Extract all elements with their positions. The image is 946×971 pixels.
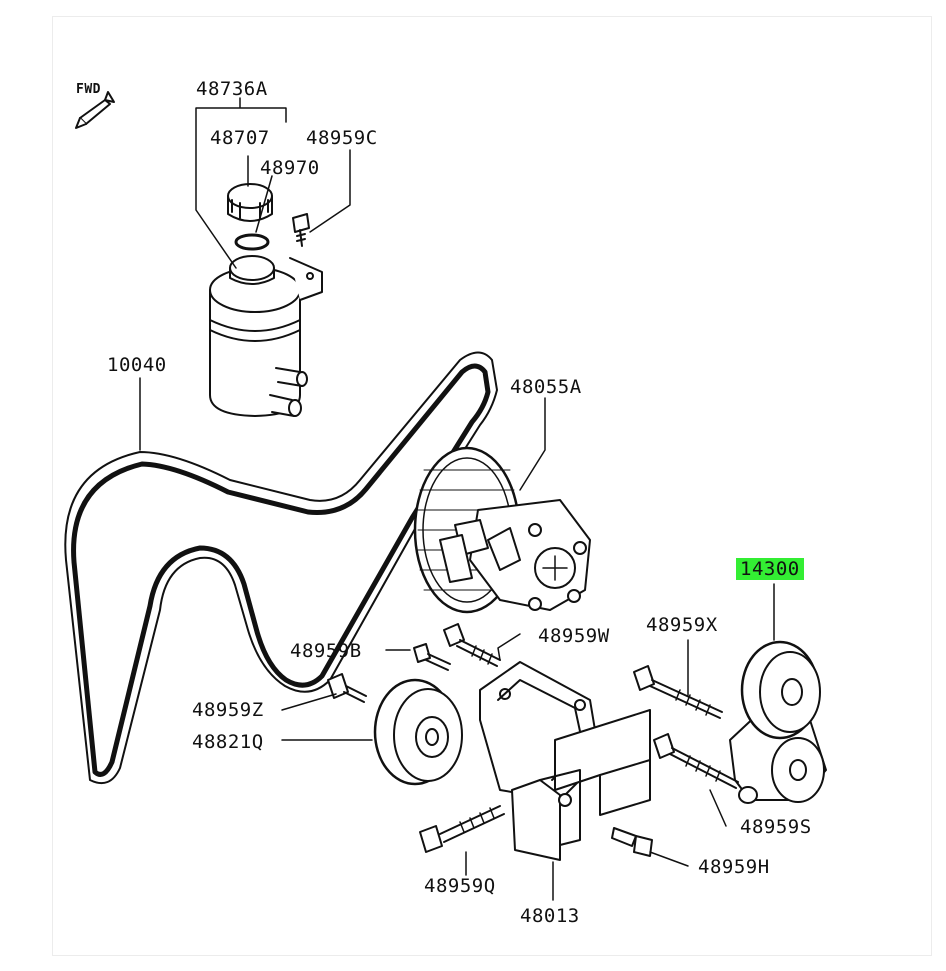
leader-lines — [139, 97, 775, 901]
fwd-indicator: FWD — [76, 82, 101, 97]
part-label-48707[interactable]: 48707 — [210, 127, 270, 149]
power-steering-pump-drawing — [413, 446, 591, 614]
belt-tensioner-drawing — [729, 640, 827, 804]
reservoir-bolt-drawing — [292, 213, 310, 247]
part-label-10040[interactable]: 10040 — [107, 354, 167, 376]
part-label-48959B[interactable]: 48959B — [290, 640, 362, 662]
drive-belt-drawing — [64, 351, 498, 784]
idler-pulley-drawing — [373, 678, 463, 786]
bolt-48959W-drawing — [443, 623, 501, 667]
part-label-48959Z[interactable]: 48959Z — [192, 699, 264, 721]
part-label-48959H[interactable]: 48959H — [698, 856, 770, 878]
bolt-48959Z-drawing — [327, 673, 367, 703]
fwd-arrow-icon — [75, 91, 115, 129]
part-label-48959S[interactable]: 48959S — [740, 816, 812, 838]
part-label-48013[interactable]: 48013 — [520, 905, 580, 927]
part-label-14300[interactable]: 14300 — [736, 558, 804, 580]
part-label-48736A[interactable]: 48736A — [196, 78, 268, 100]
bolt-48959X-drawing — [633, 665, 723, 719]
part-label-48959W[interactable]: 48959W — [538, 625, 610, 647]
bolt-48959B-drawing — [413, 643, 451, 671]
reservoir-drawing — [209, 255, 323, 417]
reservoir-cap-drawing — [227, 183, 273, 222]
pump-bracket-drawing — [479, 661, 651, 861]
part-label-48821Q[interactable]: 48821Q — [192, 731, 264, 753]
bolt-48959H-drawing — [611, 827, 653, 857]
part-label-48959C[interactable]: 48959C — [306, 127, 378, 149]
part-label-48055A[interactable]: 48055A — [510, 376, 582, 398]
diagram-frame — [52, 16, 932, 956]
part-label-48959Q[interactable]: 48959Q — [424, 875, 496, 897]
o-ring-drawing — [234, 233, 270, 251]
part-label-48970[interactable]: 48970 — [260, 157, 320, 179]
bolt-48959Q-drawing — [419, 805, 505, 853]
part-label-48959X[interactable]: 48959X — [646, 614, 718, 636]
bolt-48959S-drawing — [653, 733, 739, 789]
